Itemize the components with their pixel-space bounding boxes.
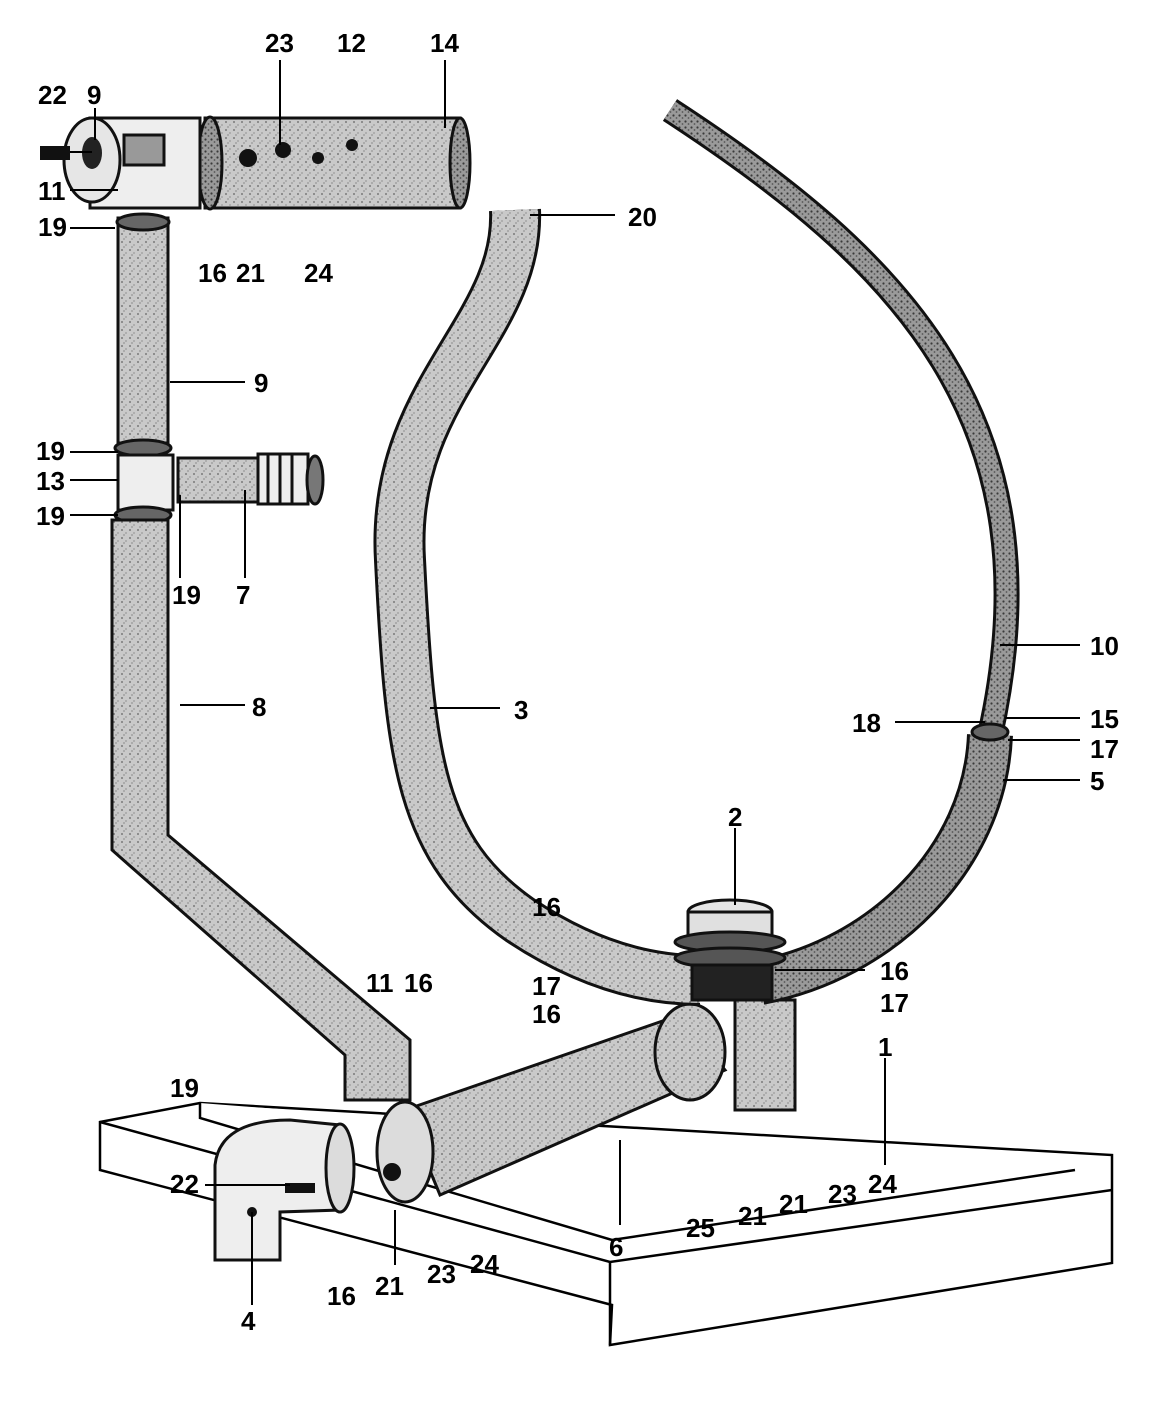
label-21-bottom: 21: [375, 1271, 404, 1301]
label-17-pump-right: 17: [880, 988, 909, 1018]
label-10: 10: [1090, 631, 1119, 661]
label-7: 7: [236, 580, 250, 610]
label-1: 1: [878, 1032, 892, 1062]
pump-head-2: [673, 898, 787, 1002]
label-23-bottom: 23: [427, 1259, 456, 1289]
label-24-right: 24: [868, 1169, 897, 1199]
label-16-hose-left: 16: [532, 892, 561, 922]
label-18: 18: [852, 708, 881, 738]
label-12: 12: [337, 28, 366, 58]
label-23-right: 23: [828, 1179, 857, 1209]
label-22-top: 22: [38, 80, 67, 110]
label-11-bottom: 11: [366, 968, 394, 998]
label-16-bottom-top: 16: [404, 968, 433, 998]
label-5: 5: [1090, 766, 1104, 796]
label-16-top: 16: [198, 258, 227, 288]
label-2: 2: [728, 802, 742, 832]
part-labels: 22 9 23 12 14 11 19 16 21 24 20 9 19 13 …: [36, 28, 1119, 1336]
label-15: 15: [1090, 704, 1119, 734]
label-17-right: 17: [1090, 734, 1119, 764]
leader-lines: [70, 60, 1080, 1305]
label-3: 3: [514, 695, 528, 725]
label-4: 4: [241, 1306, 256, 1336]
label-6: 6: [609, 1232, 623, 1262]
label-9-top: 9: [87, 80, 101, 110]
hose-3: [373, 208, 701, 1006]
label-20: 20: [628, 202, 657, 232]
label-11-top: 11: [38, 176, 66, 206]
top-exhaust-tube: [40, 115, 472, 211]
bottom-horizontal-pipe: [213, 998, 797, 1262]
label-24-top: 24: [304, 258, 333, 288]
label-19-tee-lower: 19: [36, 501, 65, 531]
label-14: 14: [430, 28, 459, 58]
label-16-pump-right: 16: [880, 956, 909, 986]
label-24-bottom: 24: [470, 1249, 499, 1279]
label-21-top: 21: [236, 258, 265, 288]
left-vertical-pipe: [110, 212, 412, 1102]
label-13: 13: [36, 466, 65, 496]
label-17-hose-left: 17: [532, 971, 561, 1001]
label-21-right-a: 21: [738, 1201, 767, 1231]
label-23-top: 23: [265, 28, 294, 58]
label-19-tee-right: 19: [172, 580, 201, 610]
label-16-hose-left-lower: 16: [532, 999, 561, 1029]
label-19-tee-upper: 19: [36, 436, 65, 466]
label-19-top: 19: [38, 212, 67, 242]
label-16-bottom: 16: [327, 1281, 356, 1311]
hose-10: [662, 99, 1020, 1005]
label-8: 8: [252, 692, 266, 722]
label-22-bottom: 22: [170, 1169, 199, 1199]
label-25: 25: [686, 1213, 715, 1243]
label-9-mid: 9: [254, 368, 268, 398]
label-21-right-b: 21: [779, 1189, 808, 1219]
label-19-bottom: 19: [170, 1073, 199, 1103]
